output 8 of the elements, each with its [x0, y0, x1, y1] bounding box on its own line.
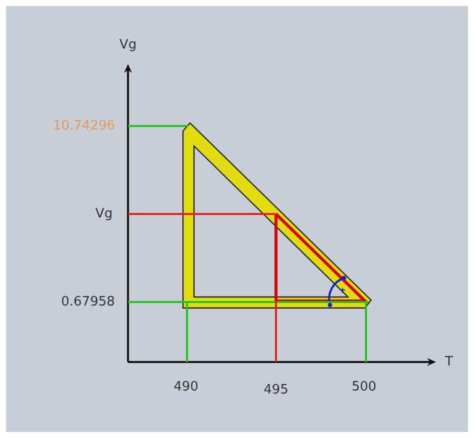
tick-label: 10.74296 — [52, 118, 116, 134]
axis-label: T — [445, 354, 453, 370]
tick-label: 500 — [352, 380, 376, 394]
tick-label: 495 — [264, 382, 288, 398]
tick-label: 0.67958 — [61, 294, 115, 310]
axis-label: Vg — [119, 38, 137, 52]
tick-label: Vg — [95, 206, 113, 222]
tick-label: 490 — [174, 380, 198, 394]
